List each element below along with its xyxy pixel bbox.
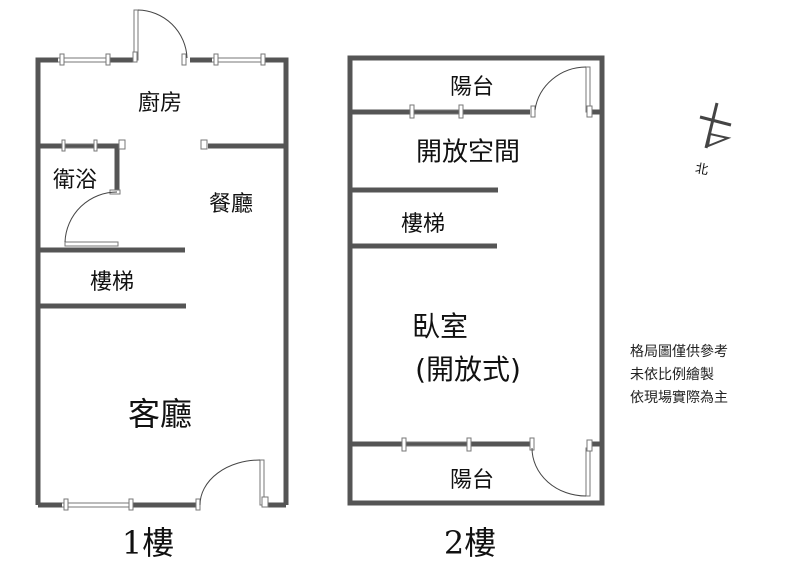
note-line: 格局圖僅供參考	[630, 344, 728, 360]
room-living: 客廳	[127, 395, 193, 433]
note-line: 依現場實際為主	[630, 390, 728, 406]
room-open-space: 開放空間	[415, 137, 521, 168]
room-bathroom: 衛浴	[52, 168, 98, 193]
room-stairs-2f: 樓梯	[400, 212, 446, 237]
room-bedroom-note: (開放式)	[415, 353, 521, 386]
floor2-title: 2樓	[443, 524, 497, 562]
room-balcony-top: 陽台	[449, 75, 495, 100]
room-bedroom: 臥室	[411, 310, 469, 343]
room-stairs-1f: 樓梯	[89, 270, 135, 295]
room-balcony-bottom: 陽台	[449, 468, 495, 493]
disclaimer-notes: 格局圖僅供參考 未依比例繪製 依現場實際為主	[630, 341, 728, 410]
room-dining: 餐廳	[208, 192, 254, 217]
floor2-walls	[347, 55, 605, 506]
note-line: 未依比例繪製	[630, 367, 714, 383]
room-kitchen: 廚房	[137, 91, 183, 116]
floor1-walls	[35, 9, 289, 511]
floor1-title: 1樓	[121, 524, 175, 562]
compass-icon	[699, 102, 732, 149]
